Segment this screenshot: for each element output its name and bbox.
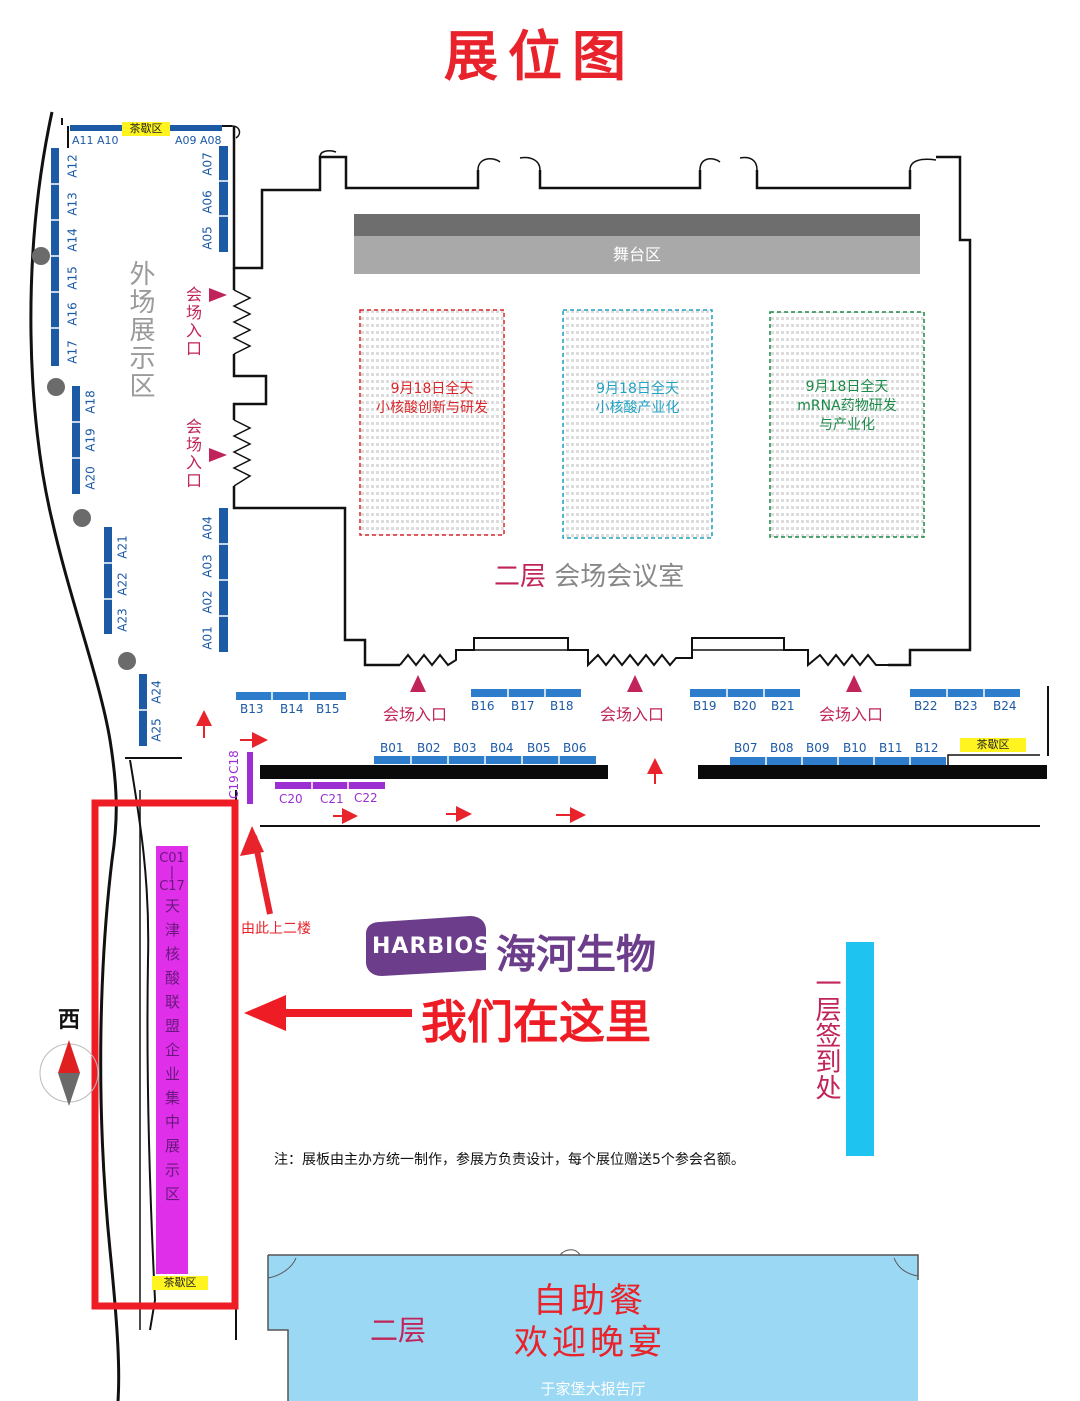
page-title: 展位图: [444, 24, 636, 88]
banquet-floor: 二层: [370, 1314, 427, 1347]
pillar: [32, 247, 50, 265]
stage-area: 舞台区: [354, 236, 920, 274]
booth-a12: A12: [65, 154, 80, 178]
entrance-bottom-3: 会场入口: [819, 705, 884, 724]
banquet-title: 自助餐 欢迎晚宴: [514, 1281, 666, 1363]
banquet-hall-name: 于家堡大报告厅: [540, 1380, 646, 1398]
booth-a03: A03: [200, 554, 215, 578]
booth-a19: A19: [83, 428, 98, 452]
tea-area-label-top: 茶歇区: [122, 122, 170, 136]
booth-a02: A02: [200, 590, 215, 614]
booth-a11: A11: [72, 134, 94, 147]
checkin-bar: [846, 942, 874, 1156]
session-block-1: [359, 309, 505, 536]
inner-wall-curve: [129, 759, 157, 1331]
brand-name: 海河生物: [496, 932, 656, 978]
booth-a08: A08: [200, 134, 222, 147]
we-are-here-label: 我们在这里: [421, 995, 651, 1049]
booth-a05: A05: [200, 226, 215, 250]
booth-b08: B08: [770, 741, 794, 755]
booth-b13: B13: [240, 702, 264, 716]
booth-b11: B11: [879, 741, 903, 755]
booth-b23: B23: [954, 699, 978, 713]
booth-b22: B22: [914, 699, 938, 713]
booth-c22: C22: [354, 791, 378, 805]
booth-b14: B14: [280, 702, 304, 716]
booth-a24: A24: [149, 680, 164, 704]
checkin-label: 一层签到处: [811, 970, 841, 1100]
pillar: [73, 509, 91, 527]
booth-b04: B04: [490, 741, 514, 755]
entrance-left-1: 会场入口: [183, 286, 202, 358]
booth-a17: A17: [65, 340, 80, 364]
booth-b10: B10: [843, 741, 867, 755]
booth-a13: A13: [65, 192, 80, 216]
alliance-strip: [156, 846, 188, 1274]
harbios-logo: [366, 916, 486, 976]
booth-b02: B02: [417, 741, 441, 755]
booth-b16: B16: [471, 699, 495, 713]
banquet-hall: [268, 1255, 918, 1401]
booth-c21: C21: [320, 792, 344, 806]
booth-b17: B17: [511, 699, 535, 713]
booth-a22: A22: [115, 572, 130, 596]
booth-b21: B21: [771, 699, 795, 713]
booth-b19: B19: [693, 699, 717, 713]
upstairs-label: 由此上二楼: [241, 921, 311, 937]
booth-b07: B07: [734, 741, 758, 755]
alliance-zone-label: C01 | C17 天津核酸联盟企业集中展示区: [159, 851, 185, 1211]
pillar: [47, 378, 65, 396]
entrance-bottom-2: 会场入口: [600, 705, 665, 724]
booth-c19: C19: [226, 775, 241, 799]
booth-a01: A01: [200, 626, 215, 650]
session-block-2: [562, 309, 713, 539]
tea-area-label-bottom: 茶歇区: [152, 1276, 208, 1290]
note-text: 注：展板由主办方统一制作，参展方负责设计，每个展位赠送5个参会名额。: [274, 1152, 745, 1168]
booth-a21: A21: [115, 535, 130, 559]
booth-a07: A07: [200, 152, 215, 176]
booth-b05: B05: [527, 741, 551, 755]
booth-a10: A10: [97, 134, 119, 147]
booth-a15: A15: [65, 266, 80, 290]
compass-west-label: 西: [58, 1008, 81, 1033]
booth-b03: B03: [453, 741, 477, 755]
booth-a14: A14: [65, 228, 80, 252]
booth-a18: A18: [83, 390, 98, 414]
hall-outline: [232, 126, 972, 667]
outer-zone-label: 外场展示区: [125, 260, 155, 400]
tea-area-label-right: 茶歇区: [960, 738, 1026, 752]
booth-b01: B01: [380, 741, 404, 755]
booth-a20: A20: [83, 466, 98, 490]
booth-b15: B15: [316, 702, 340, 716]
booth-b20: B20: [733, 699, 757, 713]
booth-a16: A16: [65, 302, 80, 326]
entrance-left-2: 会场入口: [183, 418, 202, 490]
session-2: 9月18日全天小核酸产业化: [595, 381, 680, 416]
entrance-bottom-1: 会场入口: [383, 705, 448, 724]
booth-a23: A23: [115, 608, 130, 632]
booth-b06: B06: [563, 741, 587, 755]
booth-b18: B18: [550, 699, 574, 713]
booth-c20: C20: [279, 792, 303, 806]
booth-a25: A25: [149, 718, 164, 742]
booth-a09: A09: [175, 134, 197, 147]
brand-logo-text: HARBIOS: [372, 934, 491, 959]
compass-icon: [39, 1040, 99, 1106]
booth-a04: A04: [200, 516, 215, 540]
booth-b09: B09: [806, 741, 830, 755]
booth-b24: B24: [993, 699, 1017, 713]
booth-b12: B12: [915, 741, 939, 755]
outer-wall-curve: [29, 111, 121, 1401]
hall-label: 二层 会场会议室: [494, 562, 685, 592]
pillar: [118, 652, 136, 670]
booth-a06: A06: [200, 190, 215, 214]
highlight-box: [91, 799, 239, 1310]
booth-c18: C18: [226, 750, 241, 774]
session-1: 9月18日全天小核酸创新与研发: [376, 381, 488, 416]
session-block-3: [769, 311, 925, 538]
